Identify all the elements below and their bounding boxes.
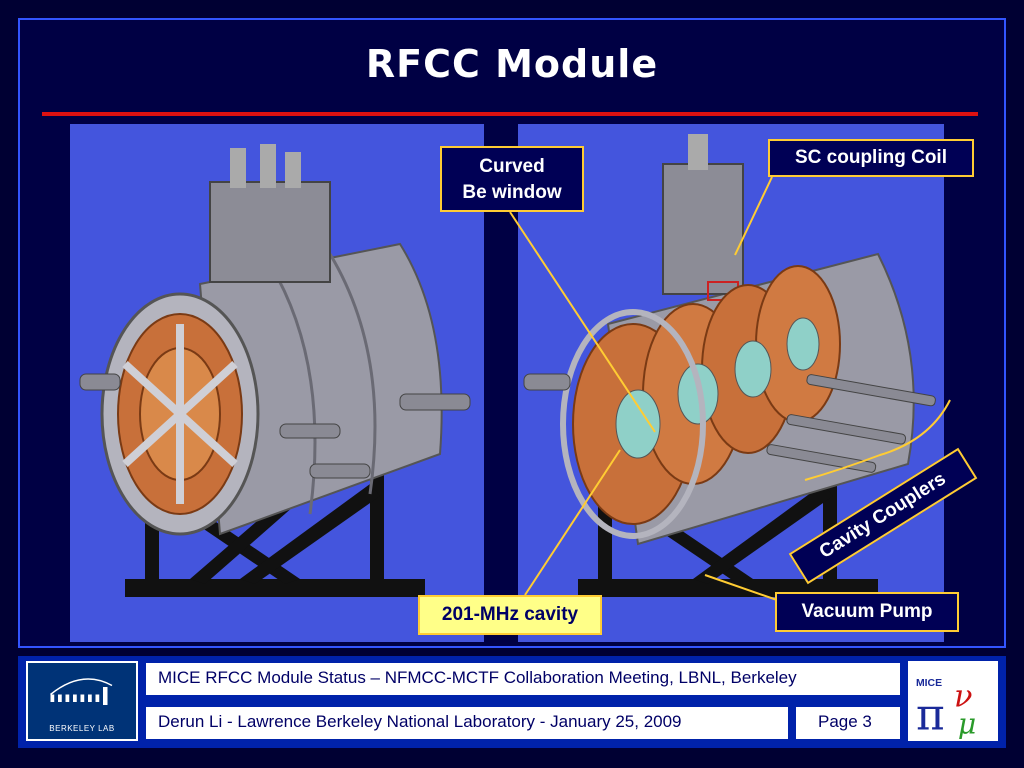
berkeley-lab-logo: BERKELEY LAB: [26, 661, 138, 741]
slide-title: RFCC Module: [365, 42, 659, 86]
footer-author-line: Derun Li - Lawrence Berkeley National La…: [146, 707, 788, 739]
berkeley-lab-logo-text: BERKELEY LAB: [49, 724, 115, 733]
callout-curved-be-window: Curved Be window: [440, 146, 584, 212]
callout-curved-line1: Curved: [479, 156, 545, 177]
title-divider: [42, 112, 978, 116]
svg-text:μ: μ: [958, 707, 977, 739]
callout-201mhz-cavity: 201-MHz cavity: [418, 595, 602, 635]
mice-logo: π ν μ MICE: [908, 661, 998, 741]
footer-meeting-title: MICE RFCC Module Status – NFMCC-MCTF Col…: [146, 663, 900, 695]
footer-page-number: Page 3: [796, 707, 900, 739]
module-illustration-assembled: [70, 124, 484, 642]
berkeley-lab-logo-icon: [50, 678, 113, 705]
module-assembled-drawing: [79, 144, 471, 597]
callout-vacuum-pump: Vacuum Pump: [775, 592, 959, 632]
svg-text:ν: ν: [954, 680, 972, 715]
callout-curved-line2: Be window: [462, 182, 562, 203]
mice-logo-text: MICE: [916, 678, 942, 689]
mice-logo-icon: π ν μ MICE: [916, 678, 977, 741]
svg-text:π: π: [916, 690, 945, 740]
callout-sc-coupling-coil: SC coupling Coil: [768, 139, 974, 177]
